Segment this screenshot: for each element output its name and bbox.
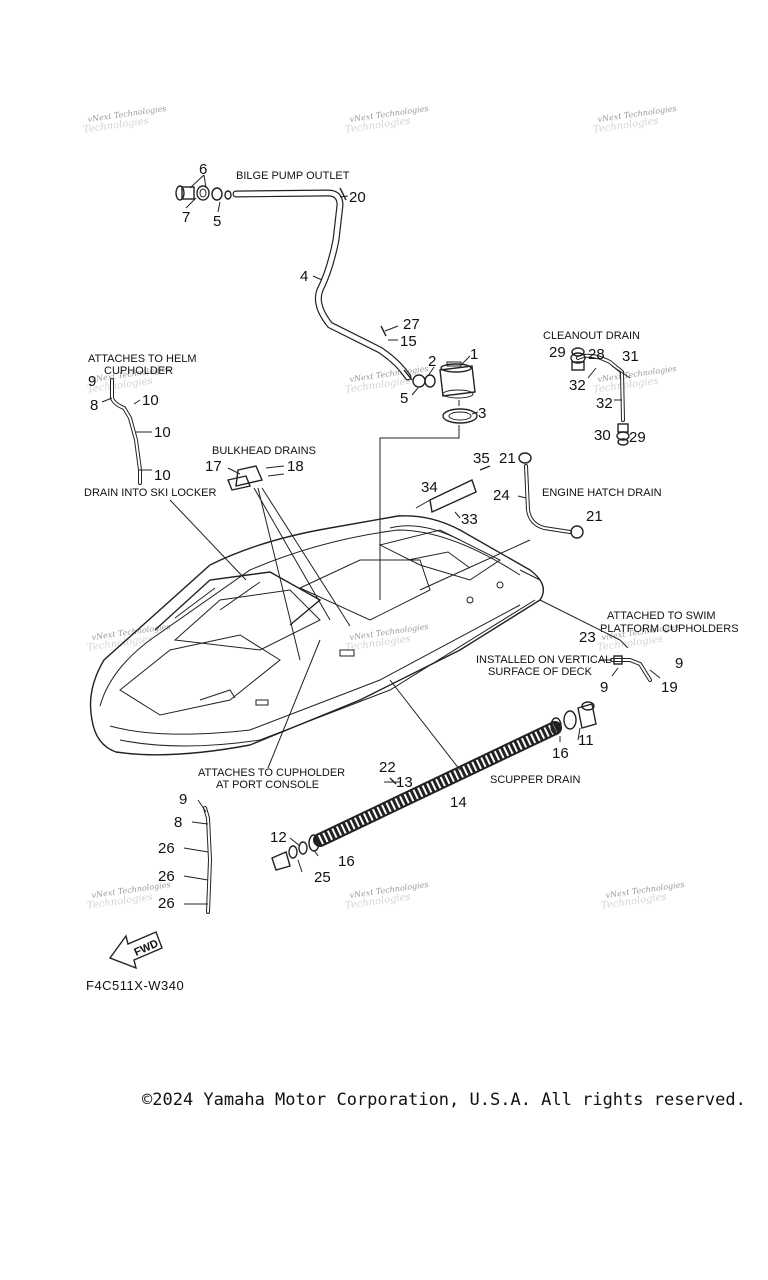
callout: 16: [552, 745, 569, 762]
callout: 16: [338, 853, 355, 870]
label-port-console: ATTACHES TO CUPHOLDER: [198, 767, 345, 779]
hose-clamp: [339, 187, 413, 381]
text-labels: BILGE PUMP OUTLET CLEANOUT DRAIN ATTACHE…: [84, 170, 739, 791]
callout: 13: [396, 774, 413, 791]
callout: 18: [287, 458, 304, 475]
watermark: Technologies vNext Technologies: [344, 622, 429, 654]
leader-line: [379, 425, 460, 600]
watermark: Technologies vNext Technologies: [592, 364, 677, 396]
callout: 26: [158, 840, 175, 857]
callout: 10: [154, 424, 171, 441]
callout-numbers: 6 7 5 20 4 27 15 2 1 5 3 29 28 31 32 32 …: [88, 161, 683, 912]
callout: 9: [179, 791, 187, 808]
callout: 9: [675, 655, 683, 672]
callout: 17: [205, 458, 222, 475]
copyright-notice: ©2024 Yamaha Motor Corporation, U.S.A. A…: [142, 1090, 746, 1110]
callout: 22: [379, 759, 396, 776]
callout: 26: [158, 868, 175, 885]
callout: 10: [154, 467, 171, 484]
bilge-pump-outlet-assembly: [175, 174, 479, 600]
diagram-code: F4C511X-W340: [86, 978, 185, 993]
label-attaches-helm: ATTACHES TO HELM: [88, 353, 197, 365]
callout: 30: [594, 427, 611, 444]
label-vertical-surface: INSTALLED ON VERTICAL: [476, 654, 611, 666]
cleanout-drain-assembly: [570, 347, 631, 446]
callout: 9: [600, 679, 608, 696]
callout: 25: [314, 869, 331, 886]
label-cleanout-drain: CLEANOUT DRAIN: [543, 330, 640, 342]
callout: 3: [478, 405, 486, 422]
callout: 29: [549, 344, 566, 361]
callout: 33: [461, 511, 478, 528]
boat-hull: [89, 515, 544, 756]
callout: 9: [88, 373, 96, 390]
bulkhead-drains: [227, 465, 351, 661]
label-swim-platform: ATTACHED TO SWIM: [607, 610, 716, 622]
label-swim-platform-2: PLATFORM CUPHOLDERS: [600, 623, 739, 635]
watermark: Technologies vNext Technologies: [82, 104, 167, 136]
bilge-pump: [412, 361, 476, 399]
forward-arrow-icon: FWD: [108, 931, 163, 970]
callout: 1: [470, 346, 478, 363]
swim-platform-cupholder-hose: [539, 599, 661, 682]
outlet-fitting: [175, 185, 232, 201]
callout: 8: [174, 814, 182, 831]
label-port-console-2: AT PORT CONSOLE: [216, 779, 319, 791]
watermark: Technologies vNext Technologies: [344, 104, 429, 136]
callout: 31: [622, 348, 639, 365]
callout: 8: [90, 397, 98, 414]
engine-hatch-drain: [415, 452, 584, 591]
pump-base: [442, 400, 478, 424]
callout: 32: [596, 395, 613, 412]
port-console-cupholder-hose: [183, 639, 321, 914]
callout: 6: [199, 161, 207, 178]
callout: 23: [579, 629, 596, 646]
callout: 21: [586, 508, 603, 525]
label-vertical-surface-2: SURFACE OF DECK: [488, 666, 593, 678]
callout: 20: [349, 189, 366, 206]
callout: 11: [578, 732, 594, 749]
hull-outline: [89, 515, 544, 756]
callout: 32: [569, 377, 586, 394]
callout: 34: [421, 479, 438, 496]
callout: 21: [499, 450, 516, 467]
callout: 12: [270, 829, 287, 846]
watermark: Technologies vNext Technologies: [344, 364, 429, 396]
callout: 10: [142, 392, 159, 409]
callout: 26: [158, 895, 175, 912]
callout: 14: [450, 794, 467, 811]
callout: 5: [400, 390, 408, 407]
label-scupper-drain: SCUPPER DRAIN: [490, 774, 581, 786]
callout: 24: [493, 487, 510, 504]
callout: 15: [400, 333, 417, 350]
callout: 4: [300, 268, 308, 285]
callout: 19: [661, 679, 678, 696]
callout: 2: [428, 353, 436, 370]
scupper-drain-assembly: [271, 679, 597, 873]
callout: 5: [213, 213, 221, 230]
callout: 27: [403, 316, 420, 333]
label-bulkhead-drains: BULKHEAD DRAINS: [212, 445, 316, 457]
callout: 28: [588, 346, 605, 363]
watermark: Technologies vNext Technologies: [592, 104, 677, 136]
label-bilge-pump-outlet: BILGE PUMP OUTLET: [236, 170, 350, 182]
watermark: Technologies vNext Technologies: [344, 880, 429, 912]
label-engine-hatch-drain: ENGINE HATCH DRAIN: [542, 487, 662, 499]
callout: 7: [182, 209, 190, 226]
helm-cupholder-hose: [101, 378, 247, 581]
callout: 29: [629, 429, 646, 446]
callout: 35: [473, 450, 490, 467]
label-drain-ski-locker: DRAIN INTO SKI LOCKER: [84, 487, 216, 499]
watermark: Technologies vNext Technologies: [600, 880, 685, 912]
label-attaches-helm-2: CUPHOLDER: [104, 365, 173, 377]
